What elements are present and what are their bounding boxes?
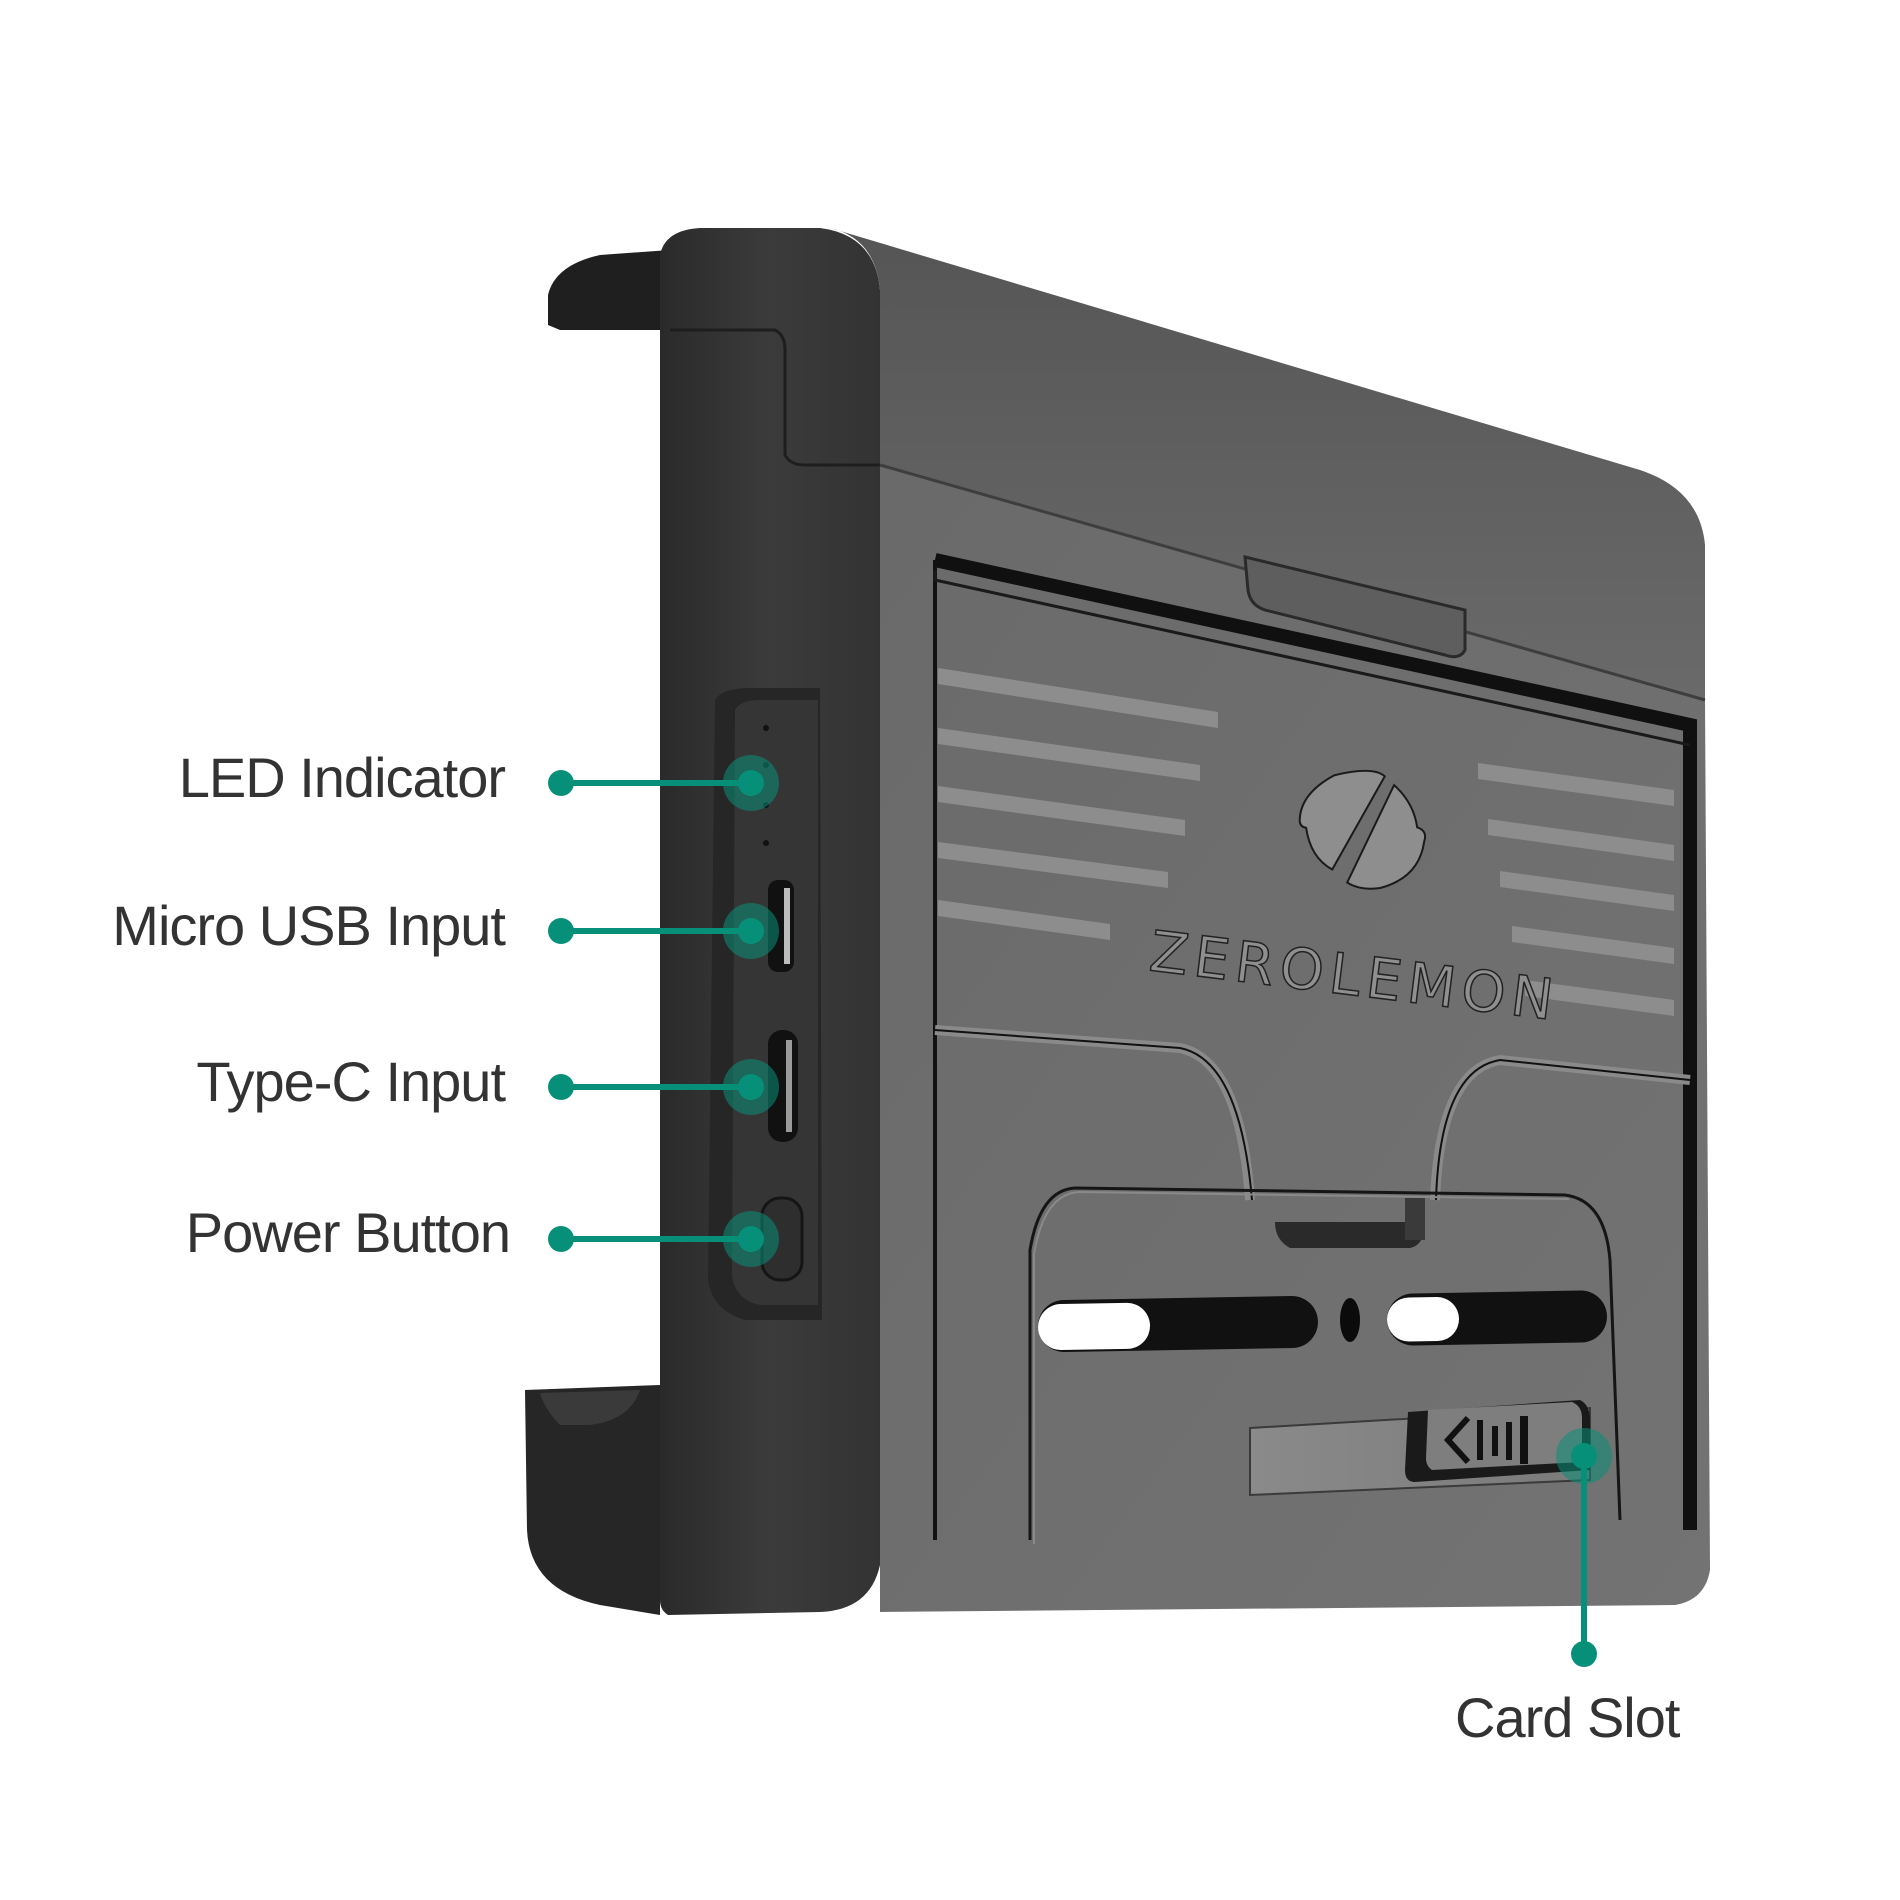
decorative-stripes-left [938, 668, 1218, 940]
callout-leader-line [561, 780, 751, 786]
callout-target-dot-icon [738, 918, 764, 944]
type-c-label: Type-C Input [196, 1050, 506, 1113]
mount-slots [1038, 1290, 1607, 1352]
kickstand-plate [1028, 1186, 1622, 1540]
callout-target-dot-icon [738, 770, 764, 796]
top-lid [830, 228, 1705, 700]
lid-tab [1243, 555, 1467, 659]
callout-leader-line [561, 1236, 751, 1242]
bottom-hook [525, 1385, 660, 1615]
led-indicator-label: LED Indicator [178, 746, 506, 809]
power-button-label: Power Button [185, 1201, 511, 1264]
brand-logo-mark [1298, 769, 1427, 890]
callout-leader-line [561, 928, 751, 934]
micro-usb-label: Micro USB Input [112, 894, 506, 957]
callout-dot-icon [1571, 1641, 1597, 1667]
callout-target-dot-icon [738, 1226, 764, 1252]
card-slot-label: Card Slot [1455, 1686, 1680, 1749]
side-port-panel [708, 688, 822, 1320]
callout-leader-line [1581, 1456, 1587, 1654]
decorative-stripes-right [1478, 763, 1674, 1016]
card-slot [1249, 1400, 1591, 1497]
top-hook [548, 250, 670, 330]
callout-target-dot-icon [738, 1074, 764, 1100]
callout-leader-line [561, 1084, 751, 1090]
